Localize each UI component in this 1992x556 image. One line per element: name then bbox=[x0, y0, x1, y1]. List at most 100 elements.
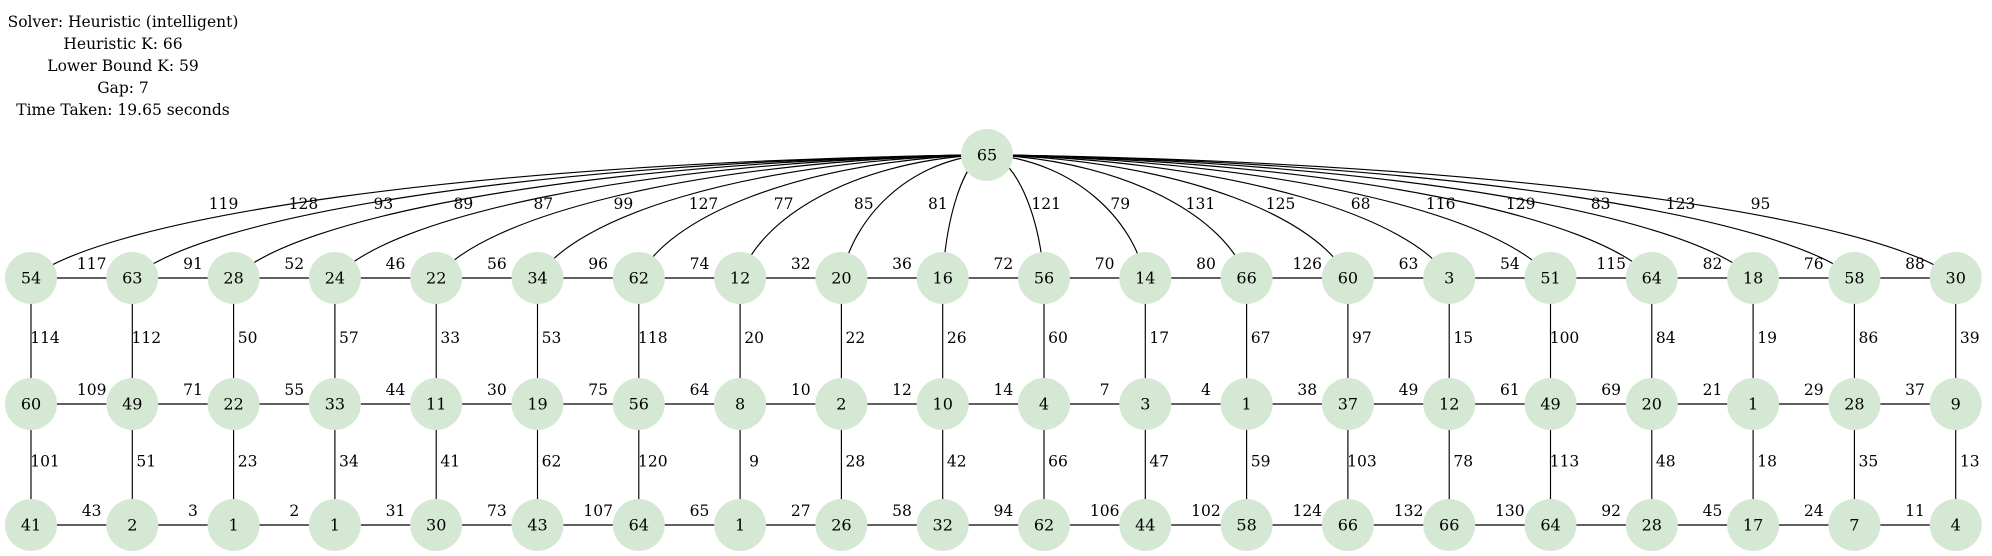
grid-node: 54 bbox=[5, 252, 57, 304]
node-circle bbox=[1929, 378, 1982, 430]
hub-edge bbox=[1004, 154, 1754, 279]
node-label: 62 bbox=[629, 269, 649, 288]
row-edge-label: 82 bbox=[1703, 255, 1723, 273]
node-label: 56 bbox=[1034, 269, 1054, 288]
row-edge-label: 65 bbox=[690, 502, 710, 520]
node-label: 1 bbox=[330, 516, 340, 535]
column-edge-label: 113 bbox=[1550, 453, 1580, 471]
grid-node: 66 bbox=[1423, 499, 1476, 551]
node-circle bbox=[308, 252, 361, 304]
node-label: 28 bbox=[1642, 516, 1662, 535]
node-label: 41 bbox=[21, 516, 41, 535]
node-circle bbox=[916, 252, 969, 304]
row-edge-label: 76 bbox=[1804, 255, 1824, 273]
node-circle bbox=[410, 499, 463, 551]
node-label: 64 bbox=[1540, 516, 1560, 535]
node-label: 60 bbox=[1338, 269, 1358, 288]
row-edge-label: 11 bbox=[1905, 502, 1925, 520]
row-edge-label: 88 bbox=[1905, 255, 1925, 273]
node-label: 33 bbox=[325, 395, 345, 414]
column-edge-label: 101 bbox=[30, 453, 60, 471]
column-edge-label: 35 bbox=[1859, 453, 1879, 471]
grid-node: 9 bbox=[1929, 378, 1982, 430]
row-edge-label: 64 bbox=[690, 381, 710, 399]
column-edge-label: 57 bbox=[339, 329, 359, 347]
column-edge-label: 100 bbox=[1550, 329, 1580, 347]
hub-edge-label: 129 bbox=[1506, 195, 1536, 213]
node-label: 56 bbox=[629, 395, 649, 414]
column-edge-label: 67 bbox=[1251, 329, 1271, 347]
column-edge-label: 22 bbox=[846, 329, 866, 347]
row-edge-label: 70 bbox=[1095, 255, 1115, 273]
hub-edge-label: 127 bbox=[689, 195, 719, 213]
node-label: 51 bbox=[1540, 269, 1560, 288]
row-edge-label: 61 bbox=[1500, 381, 1520, 399]
column-edge-label: 66 bbox=[1048, 453, 1068, 471]
grid-node: 10 bbox=[916, 378, 969, 430]
grid-node: 60 bbox=[5, 378, 57, 430]
row-edge-label: 74 bbox=[690, 255, 710, 273]
grid-node: 63 bbox=[106, 252, 159, 304]
node-circle bbox=[410, 378, 463, 430]
node-circle bbox=[1625, 378, 1678, 430]
row-edge-label: 10 bbox=[791, 381, 811, 399]
node-label: 19 bbox=[527, 395, 547, 414]
row-edge-label: 12 bbox=[892, 381, 912, 399]
node-label: 58 bbox=[1844, 269, 1864, 288]
grid-node: 49 bbox=[106, 378, 159, 430]
row-edge-label: 71 bbox=[183, 381, 203, 399]
node-label: 1 bbox=[735, 516, 745, 535]
node-circle bbox=[714, 499, 767, 551]
column-edge-label: 120 bbox=[638, 453, 668, 471]
node-circle bbox=[308, 499, 361, 551]
grid-node: 22 bbox=[410, 252, 463, 304]
node-circle bbox=[714, 252, 767, 304]
row-edge-label: 3 bbox=[188, 502, 198, 520]
node-circle bbox=[1828, 378, 1881, 430]
column-edge-label: 50 bbox=[238, 329, 258, 347]
grid-node: 32 bbox=[916, 499, 969, 551]
node-label: 22 bbox=[426, 269, 446, 288]
node-circle bbox=[308, 378, 361, 430]
node-circle bbox=[815, 252, 868, 304]
row-edge-label: 49 bbox=[1399, 381, 1419, 399]
grid-node: 7 bbox=[1828, 499, 1881, 551]
node-label: 26 bbox=[831, 516, 851, 535]
grid-node: 4 bbox=[1929, 499, 1982, 551]
node-circle bbox=[5, 499, 57, 551]
grid-node: 49 bbox=[1524, 378, 1577, 430]
column-edge-label: 42 bbox=[947, 453, 967, 471]
grid-node: 1 bbox=[207, 499, 260, 551]
hub-edge bbox=[131, 154, 970, 279]
hub-edge bbox=[435, 154, 970, 279]
row-edge-label: 36 bbox=[892, 255, 912, 273]
node-label: 11 bbox=[426, 395, 446, 414]
node-label: 64 bbox=[1642, 269, 1662, 288]
row-edge-label: 107 bbox=[583, 502, 613, 520]
node-label: 1 bbox=[1748, 395, 1758, 414]
hub-edge-label: 79 bbox=[1110, 195, 1130, 213]
row-edge-label: 24 bbox=[1804, 502, 1824, 520]
node-circle bbox=[1727, 499, 1780, 551]
hub-edge-label: 95 bbox=[1751, 195, 1771, 213]
hub-edge-label: 68 bbox=[1351, 195, 1371, 213]
node-label: 49 bbox=[122, 395, 142, 414]
row-edge-label: 72 bbox=[993, 255, 1013, 273]
column-edge-label: 17 bbox=[1149, 329, 1169, 347]
grid-node: 64 bbox=[1625, 252, 1678, 304]
node-label: 58 bbox=[1236, 516, 1256, 535]
grid-node: 22 bbox=[207, 378, 260, 430]
node-circle bbox=[1220, 378, 1273, 430]
column-edge-label: 51 bbox=[136, 453, 156, 471]
row-edge-label: 96 bbox=[588, 255, 608, 273]
hub-edge-label: 83 bbox=[1591, 195, 1611, 213]
grid-node: 30 bbox=[410, 499, 463, 551]
row-edge-label: 58 bbox=[892, 502, 912, 520]
node-label: 49 bbox=[1540, 395, 1560, 414]
node-circle bbox=[106, 378, 159, 430]
grid-node: 56 bbox=[1018, 252, 1070, 304]
node-label: 16 bbox=[933, 269, 953, 288]
node-circle bbox=[1929, 252, 1982, 304]
column-edge-label: 28 bbox=[846, 453, 866, 471]
